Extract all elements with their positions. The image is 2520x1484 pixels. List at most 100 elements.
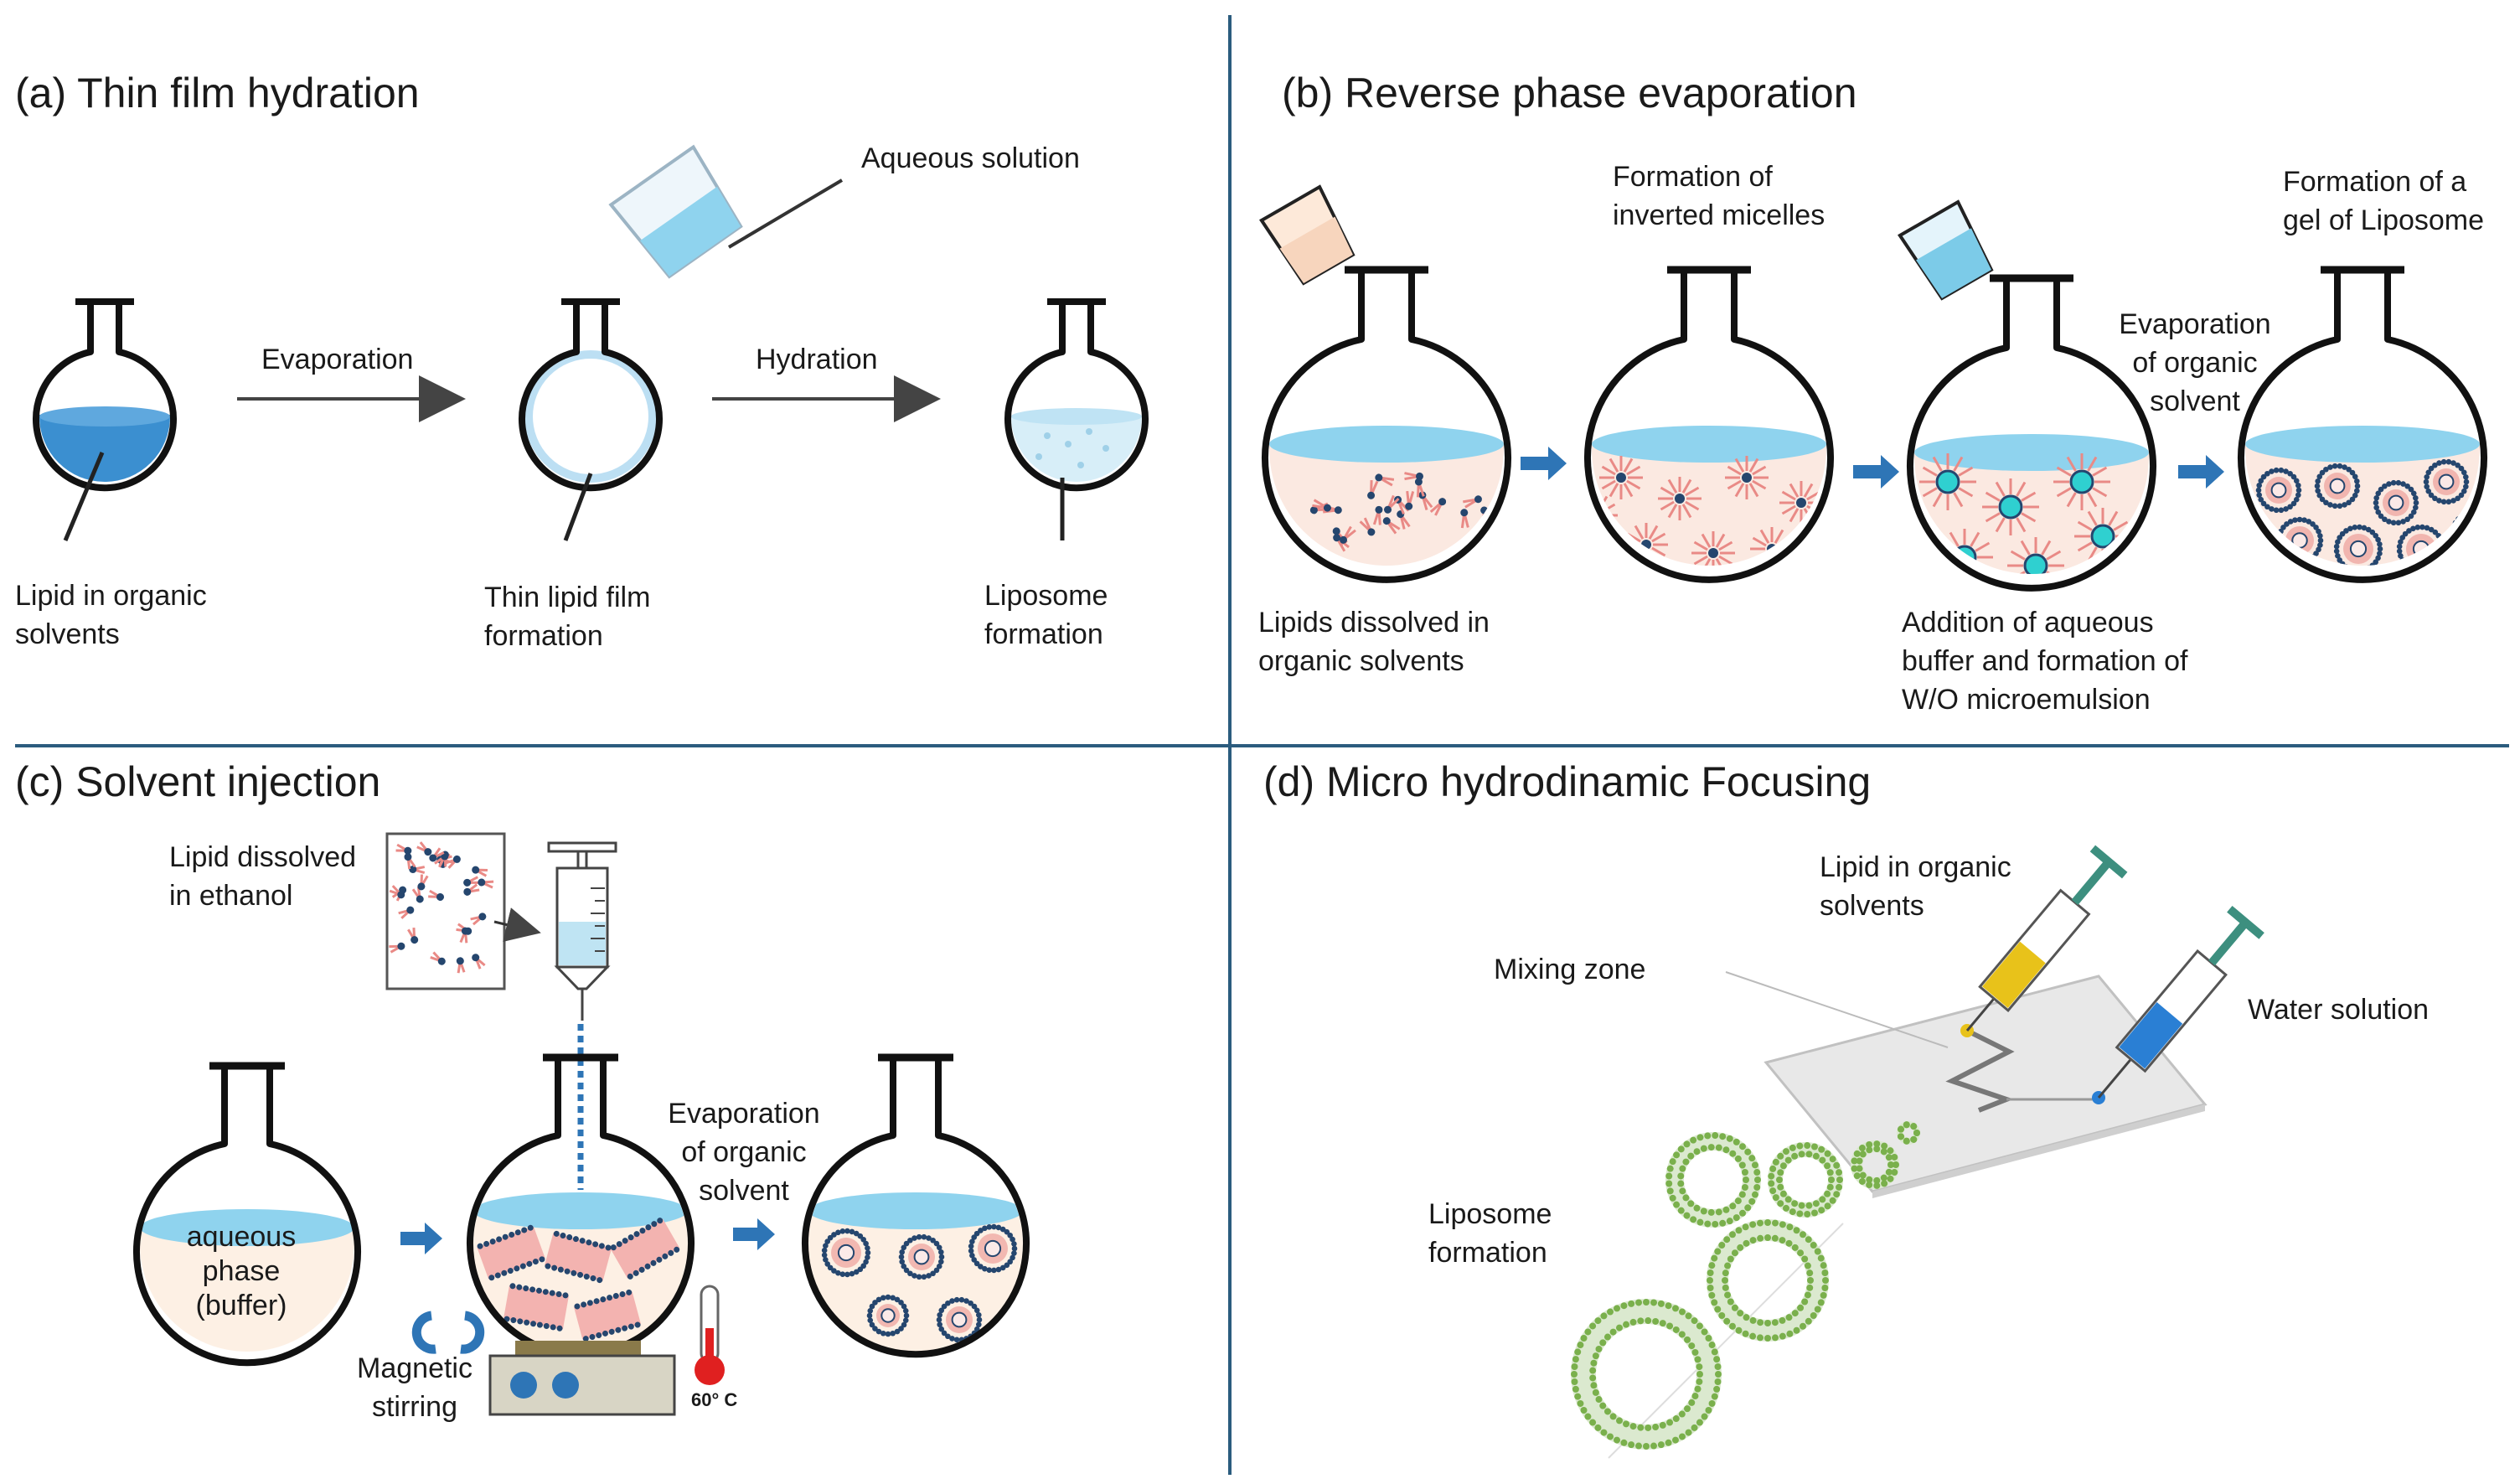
- flask-liposome-formation: [1004, 298, 1149, 540]
- label-hydration: Hydration: [756, 344, 878, 375]
- magnetic-stirrer-icon: [488, 1341, 676, 1416]
- liposome-ring: [1768, 1142, 1843, 1218]
- lipid-molecule: [389, 942, 405, 954]
- beaker-aqueous-icon: [1898, 199, 1994, 301]
- lipid-molecule: [428, 889, 444, 901]
- label-a-flask1-line2: solvents: [15, 618, 120, 650]
- label-c-evap-line3: solvent: [699, 1175, 789, 1207]
- label-c-stir-line2: stirring: [372, 1391, 457, 1423]
- lipid-molecule: [404, 853, 416, 870]
- label-d-liposome-line1: Liposome: [1428, 1198, 1552, 1230]
- arrow-c1: [400, 1223, 442, 1254]
- liposome: [968, 1223, 1018, 1274]
- lipid-molecule: [472, 954, 486, 970]
- label-water-solution: Water solution: [2248, 994, 2429, 1026]
- flask-liposomes: [802, 1053, 1030, 1358]
- panel-d-title: (d) Micro hydrodinamic Focusing: [1263, 758, 1871, 805]
- micelle: [1658, 477, 1702, 520]
- micelle: [1691, 531, 1735, 566]
- bilayer-sheet: [477, 1224, 545, 1281]
- label-b-bottom1-line1: Lipids dissolved in: [1258, 607, 1490, 639]
- label-b-top4-line1: Formation of a: [2283, 166, 2466, 198]
- panel-a-title: (a) Thin film hydration: [15, 70, 420, 116]
- micelle: [1599, 456, 1643, 499]
- liposome: [2423, 458, 2470, 505]
- panel-d: (d) Micro hydrodinamic Focusing: [1263, 758, 2429, 1459]
- label-b-top2-line2: inverted micelles: [1613, 199, 1825, 231]
- bilayer-sheet: [574, 1289, 641, 1342]
- lipid-molecule: [417, 874, 429, 891]
- syringe-water-icon: [2097, 905, 2264, 1099]
- lipid-molecule: [478, 878, 494, 889]
- liposome-ring: [1707, 1219, 1829, 1342]
- label-a-flask3-line2: formation: [984, 618, 1103, 650]
- lipid-molecule: [1340, 525, 1356, 544]
- stirring-arrows-icon: [411, 1311, 485, 1354]
- label-d-lipid-line1: Lipid in organic: [1820, 851, 2011, 883]
- liposome-ring: [1571, 1299, 1722, 1450]
- arrow-c2: [733, 1218, 775, 1250]
- lipid-molecule: [1460, 509, 1469, 529]
- label-mixing-zone: Mixing zone: [1494, 954, 1645, 985]
- lipid-molecule: [1367, 480, 1379, 499]
- panel-dividers: [15, 15, 2509, 1475]
- label-c-evap-line1: Evaporation: [668, 1098, 819, 1130]
- liposome-ring: [1897, 1121, 1920, 1145]
- lipid-molecule: [470, 913, 487, 926]
- syringe-icon: [547, 841, 617, 1021]
- liposome: [2255, 467, 2302, 514]
- label-c-lipid-line2: in ethanol: [169, 880, 292, 912]
- label-b-bottom3-line2: buffer and formation of: [1902, 645, 2188, 677]
- lipid-molecule: [1384, 494, 1400, 514]
- lipid-molecule: [434, 852, 449, 868]
- lipid-molecule: [459, 927, 469, 944]
- micelle: [1919, 453, 1976, 510]
- label-b-bottom3-line3: W/O microemulsion: [1902, 684, 2151, 716]
- lipid-molecule: [1382, 517, 1401, 535]
- label-d-lipid-line2: solvents: [1820, 890, 1924, 922]
- label-a-flask3-line1: Liposome: [984, 580, 1108, 612]
- liposome: [2373, 479, 2419, 526]
- label-evaporation: Evaporation: [261, 344, 413, 375]
- lipid-molecule: [472, 866, 488, 877]
- micelle: [1982, 478, 2039, 535]
- arrow-b2: [1853, 455, 1899, 489]
- label-b-mid-line1: Evaporation: [2119, 308, 2270, 340]
- lipid-molecule: [429, 847, 445, 862]
- lipid-molecule: [1312, 499, 1331, 512]
- lipid-molecule: [430, 951, 446, 965]
- liposome-rings: [1571, 1121, 1920, 1450]
- label-c-stir-line1: Magnetic: [357, 1352, 472, 1384]
- thermometer-icon: [695, 1285, 725, 1385]
- lipid-molecule: [463, 876, 480, 887]
- liposome: [898, 1233, 945, 1280]
- micelle: [1725, 456, 1769, 499]
- label-c-flask1-line2: phase: [203, 1255, 281, 1287]
- micelle: [2007, 537, 2064, 574]
- label-c-flask1-line1: aqueous: [187, 1221, 296, 1253]
- lipid-molecule: [398, 906, 415, 919]
- lipid-molecule: [409, 866, 426, 875]
- lipid-molecule: [1405, 490, 1415, 510]
- lipid-molecule: [1463, 495, 1482, 509]
- lipid-molecule: [389, 885, 405, 899]
- panel-a: (a) Thin film hydration Lipid in organic…: [15, 70, 1149, 652]
- beaker-organic-icon: [1259, 184, 1356, 286]
- label-b-mid-line2: of organic: [2132, 347, 2257, 379]
- arrow-b1: [1521, 447, 1567, 480]
- flask-thin-film: [519, 298, 663, 541]
- lipid-molecule: [463, 883, 480, 896]
- label-d-liposome-line2: formation: [1428, 1237, 1547, 1269]
- bilayer-sheet: [610, 1218, 680, 1280]
- beaker-icon: [608, 144, 743, 279]
- lipid-molecule: [1429, 498, 1447, 516]
- label-a-flask2-line1: Thin lipid film: [484, 582, 650, 613]
- lipid-molecule: [395, 843, 412, 855]
- lipid-molecule: [1359, 517, 1376, 536]
- lipid-molecule: [416, 841, 432, 856]
- liposome: [866, 1294, 910, 1337]
- liposome-ring: [1665, 1132, 1761, 1228]
- bilayer-sheet: [503, 1283, 569, 1331]
- lipid-molecule: [1372, 505, 1383, 525]
